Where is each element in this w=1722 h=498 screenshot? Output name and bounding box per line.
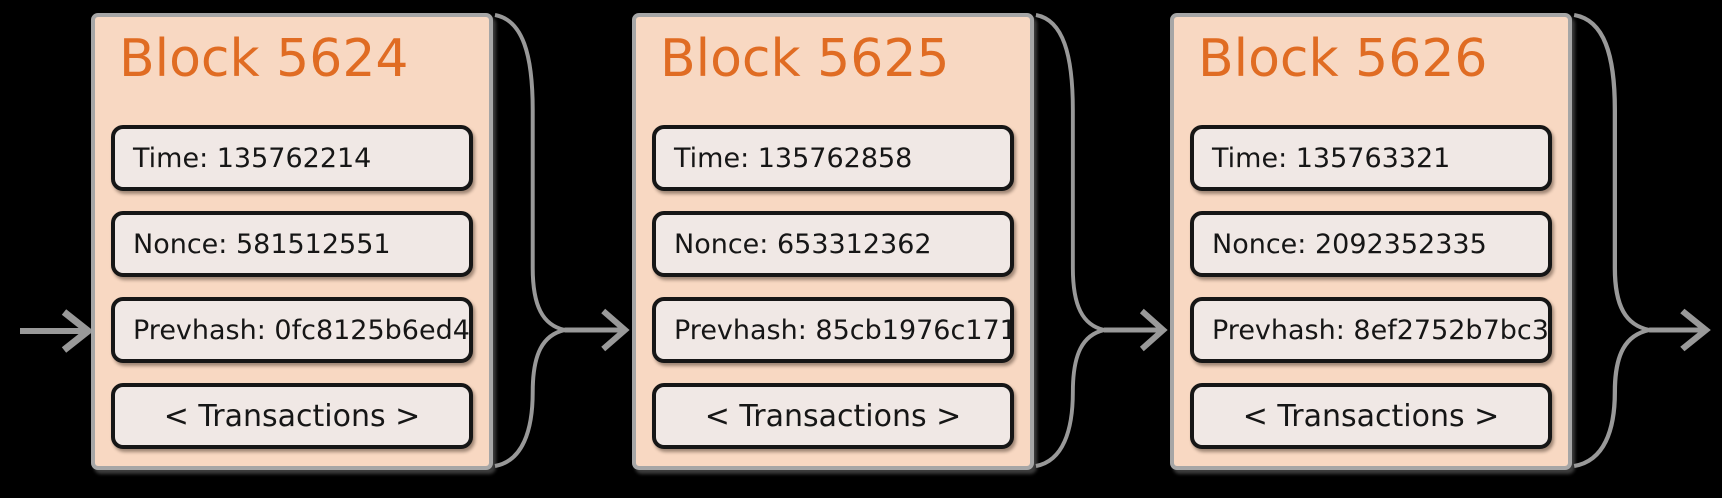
block-title: Block 5625 [660,29,950,89]
arrow-icon [1680,308,1711,352]
block-5626: Block 5626 Time: 135763321 Nonce: 209235… [1170,13,1572,470]
incoming-arrow-icon [0,0,91,498]
brace-path [1573,13,1650,468]
block-title: Block 5624 [119,29,409,89]
nonce-field: Nonce: 2092352335 [1190,211,1552,277]
block-fields: Time: 135762858 Nonce: 653312362 Prevhas… [652,125,1014,449]
block-fields: Time: 135763321 Nonce: 2092352335 Prevha… [1190,125,1552,449]
block-fields: Time: 135762214 Nonce: 581512551 Prevhas… [111,125,473,449]
nonce-field: Nonce: 653312362 [652,211,1014,277]
time-field: Time: 135762858 [652,125,1014,191]
time-field: Time: 135762214 [111,125,473,191]
block-5625: Block 5625 Time: 135762858 Nonce: 653312… [632,13,1034,470]
transactions-field: < Transactions > [111,383,473,449]
brace-path [1035,13,1105,468]
outgoing-chain-connector [1572,0,1722,498]
chain-link-connector-2 [1034,0,1170,498]
prevhash-field: Prevhash: 85cb1976c171 [652,297,1014,363]
block-5624: Block 5624 Time: 135762214 Nonce: 581512… [91,13,493,470]
arrow-icon [601,308,630,352]
brace-path [494,13,566,468]
prevhash-field: Prevhash: 0fc8125b6ed4 [111,297,473,363]
transactions-field: < Transactions > [652,383,1014,449]
prevhash-field: Prevhash: 8ef2752b7bc3 [1190,297,1552,363]
block-title: Block 5626 [1198,29,1488,89]
transactions-field: < Transactions > [1190,383,1552,449]
nonce-field: Nonce: 581512551 [111,211,473,277]
arrow-icon [1139,308,1168,352]
time-field: Time: 135763321 [1190,125,1552,191]
chain-link-connector-1 [493,0,632,498]
